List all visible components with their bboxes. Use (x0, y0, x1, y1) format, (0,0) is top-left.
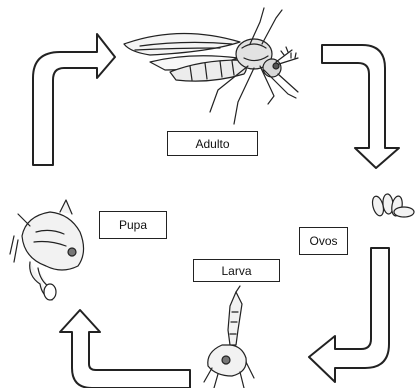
cycle-arrow-eggs-to-larva (309, 248, 389, 382)
mosquito-pupa-icon (10, 200, 84, 300)
mosquito-eggs-icon (371, 194, 414, 217)
cycle-arrow-larva-to-pupa (60, 310, 190, 388)
stage-label-pupa-text: Pupa (119, 219, 147, 231)
stage-label-adulto-text: Adulto (195, 138, 229, 150)
mosquito-larva-icon (204, 286, 254, 388)
stage-label-adulto: Adulto (167, 131, 258, 156)
stage-label-larva-text: Larva (221, 265, 251, 277)
stage-label-ovos: Ovos (299, 227, 348, 255)
stage-label-larva: Larva (193, 259, 280, 282)
stage-label-ovos-text: Ovos (309, 235, 337, 247)
cycle-arrow-adult-to-eggs (322, 45, 399, 168)
adult-mosquito-icon (124, 8, 298, 124)
stage-label-pupa: Pupa (99, 211, 167, 239)
cycle-arrow-pupa-to-adult (33, 34, 115, 165)
